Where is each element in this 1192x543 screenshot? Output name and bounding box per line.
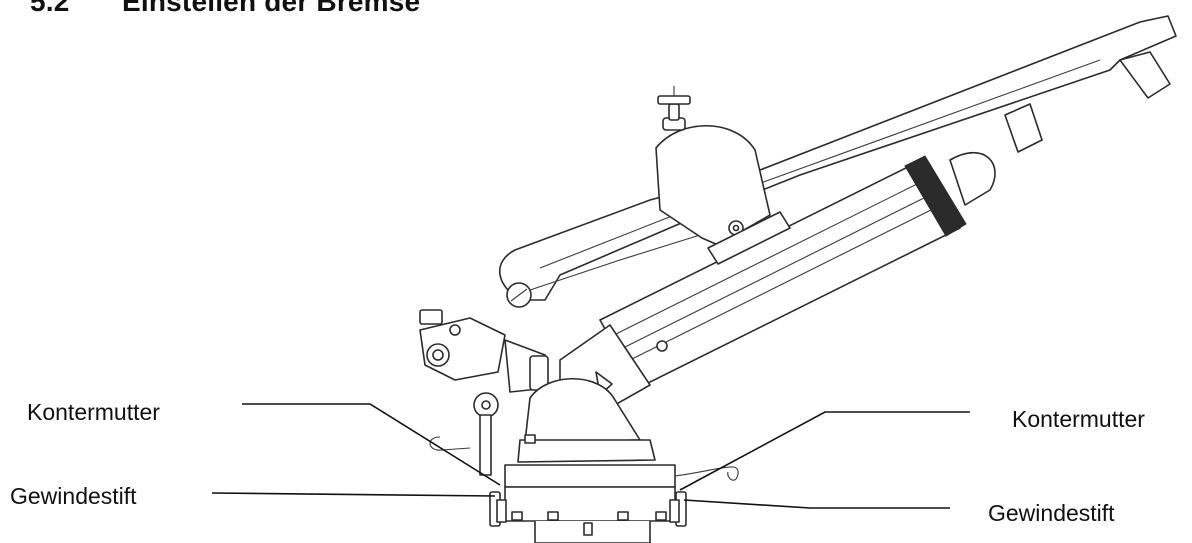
label-setscrew-right: Gewindestift	[988, 500, 1115, 526]
label-setscrew-left: Gewindestift	[10, 483, 137, 509]
left-set-screw-icon	[489, 491, 507, 527]
section-number: 5.2	[30, 0, 70, 17]
right-set-screw-icon	[669, 491, 687, 527]
side-bracket	[419, 309, 549, 393]
bearing-dome	[655, 86, 771, 246]
label-locknut-right: Kontermutter	[1012, 406, 1145, 432]
arm-pivot-screw-icon	[506, 282, 532, 308]
trip-pin	[429, 392, 499, 476]
brake-cylinder	[599, 151, 996, 389]
section-title: Einstellen der Bremse	[122, 0, 421, 17]
sprinkler-body	[517, 378, 656, 463]
section-heading: 5.2 Einstellen der Bremse	[30, 0, 420, 18]
brake-base	[504, 464, 739, 543]
leader-left-setscrew	[211, 492, 496, 497]
leader-right-setscrew	[683, 499, 950, 509]
leader-right-locknut	[679, 411, 970, 491]
leader-left-locknut	[242, 403, 501, 486]
label-locknut-left: Kontermutter	[27, 399, 160, 425]
